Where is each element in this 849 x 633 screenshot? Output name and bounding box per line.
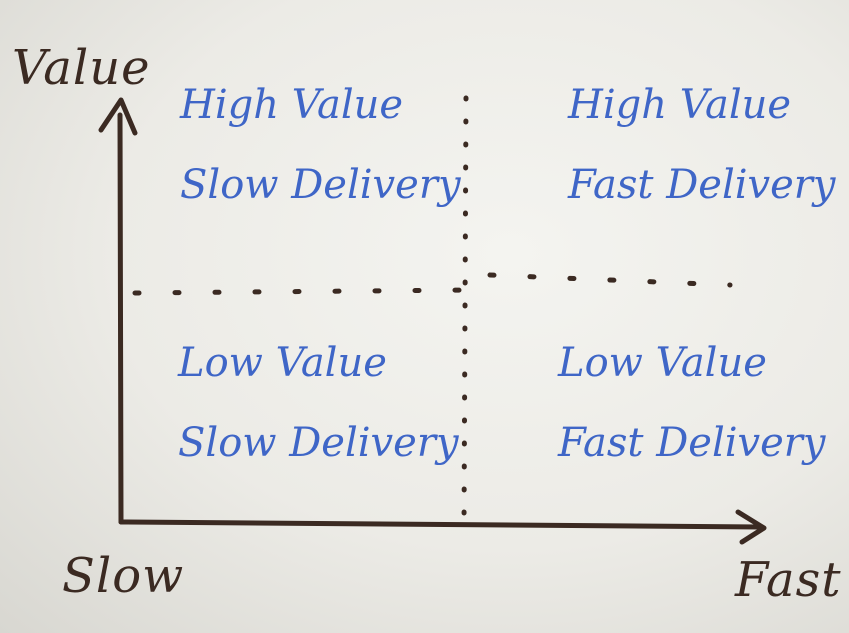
quadrant-bottom-left: Low Value Slow Delivery (178, 343, 459, 463)
quadrant-bottom-left-delivery: Slow Delivery (178, 420, 459, 466)
quadrant-bottom-right-delivery: Fast Delivery (558, 420, 826, 466)
x-axis-label: Fast (735, 552, 842, 608)
quadrant-top-right: High Value Fast Delivery (568, 85, 836, 205)
quadrant-top-right-value: High Value (568, 82, 792, 128)
horizontal-divider (132, 272, 733, 296)
quadrant-bottom-right-value: Low Value (558, 340, 767, 386)
quadrant-top-left-delivery: Slow Delivery (180, 162, 461, 208)
quadrant-bottom-right: Low Value Fast Delivery (558, 343, 826, 463)
x-axis-arrowhead (735, 509, 767, 545)
quadrant-top-left-value: High Value (180, 82, 404, 128)
vertical-divider (461, 95, 469, 528)
quadrant-top-left: High Value Slow Delivery (180, 85, 461, 205)
x-axis-line (118, 519, 763, 530)
y-axis-label: Value (12, 40, 151, 96)
origin-label: Slow (62, 548, 185, 604)
quadrant-top-right-delivery: Fast Delivery (568, 162, 836, 208)
quadrant-bottom-left-value: Low Value (178, 340, 387, 386)
y-axis-line (117, 112, 124, 525)
y-axis-arrowhead (98, 97, 138, 136)
